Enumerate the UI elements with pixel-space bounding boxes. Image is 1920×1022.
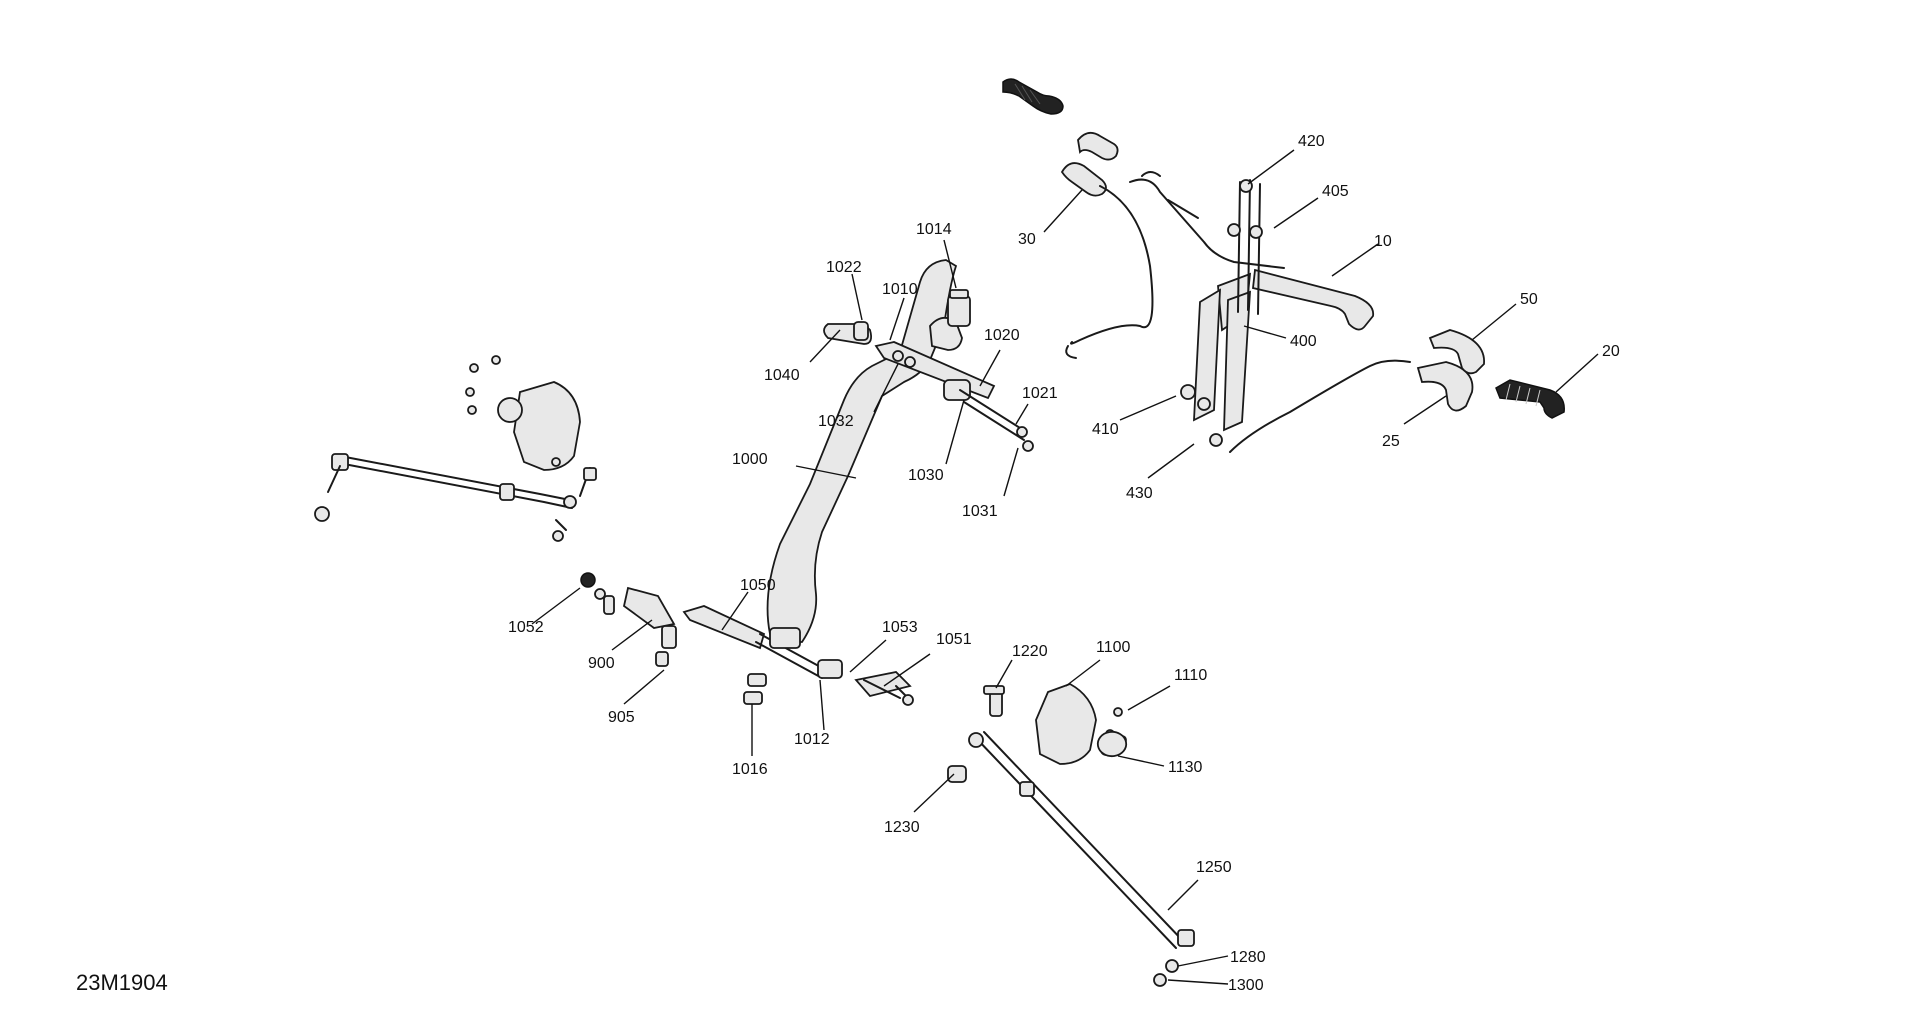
callout-420: 420 <box>1298 133 1325 150</box>
callout-900: 900 <box>588 655 615 672</box>
callout-1012: 1012 <box>794 731 830 748</box>
callout-1110: 1110 <box>1174 667 1207 684</box>
fitting-part-cluster-upper <box>823 289 1034 452</box>
callout-1230: 1230 <box>884 819 920 836</box>
callout-1050: 1050 <box>740 577 776 594</box>
linkage-part-left <box>314 355 597 542</box>
hose-part-20 <box>1495 379 1565 419</box>
callout-1040: 1040 <box>764 367 800 384</box>
callout-400: 400 <box>1290 333 1317 350</box>
callout-1010: 1010 <box>882 281 918 298</box>
hose-part-30 <box>1060 162 1154 359</box>
callout-1100: 1100 <box>1096 639 1131 656</box>
hose-part-10 <box>1129 171 1375 331</box>
callout-1016: 1016 <box>732 761 768 778</box>
callout-1052: 1052 <box>508 619 544 636</box>
callout-1220: 1220 <box>1012 643 1048 660</box>
callout-1014: 1014 <box>916 221 952 238</box>
hose-part-50 <box>1428 329 1485 375</box>
callout-905: 905 <box>608 709 635 726</box>
rod-part-1250 <box>968 731 1195 987</box>
callout-10: 10 <box>1374 233 1392 250</box>
hose-part-25 <box>1229 359 1474 453</box>
callout-30: 30 <box>1018 231 1036 248</box>
hose-part-top-elbow <box>1077 131 1119 161</box>
callout-1030: 1030 <box>908 467 944 484</box>
callout-1300: 1300 <box>1228 977 1264 994</box>
callout-1053: 1053 <box>882 619 918 636</box>
callout-430: 430 <box>1126 485 1153 502</box>
callout-1000: 1000 <box>732 451 768 468</box>
callout-50: 50 <box>1520 291 1538 308</box>
fitting-part-cluster-lower <box>580 572 914 706</box>
leader-lines <box>531 149 1599 985</box>
callout-1032: 1032 <box>818 413 854 430</box>
tube-part-1000 <box>766 259 963 643</box>
hose-part-top-dark <box>1002 78 1064 115</box>
callout-labels: 420 405 10 30 50 20 400 410 430 25 1014 … <box>508 133 1620 994</box>
callout-1021: 1021 <box>1022 385 1058 402</box>
bracket-part-400 <box>1180 179 1263 447</box>
diagram-id-label: 23M1904 <box>76 970 168 995</box>
callout-25: 25 <box>1382 433 1400 450</box>
callout-1031: 1031 <box>962 503 998 520</box>
callout-20: 20 <box>1602 343 1620 360</box>
callout-1280: 1280 <box>1230 949 1266 966</box>
callout-1250: 1250 <box>1196 859 1232 876</box>
spacer-part-1230 <box>947 765 967 783</box>
callout-1130: 1130 <box>1168 759 1203 776</box>
bolt-part-1220 <box>983 685 1005 717</box>
callout-1051: 1051 <box>936 631 972 648</box>
callout-1020: 1020 <box>984 327 1020 344</box>
cover-part-1100 <box>1035 683 1128 765</box>
callout-410: 410 <box>1092 421 1119 438</box>
callout-1022: 1022 <box>826 259 862 276</box>
callout-405: 405 <box>1322 183 1349 200</box>
